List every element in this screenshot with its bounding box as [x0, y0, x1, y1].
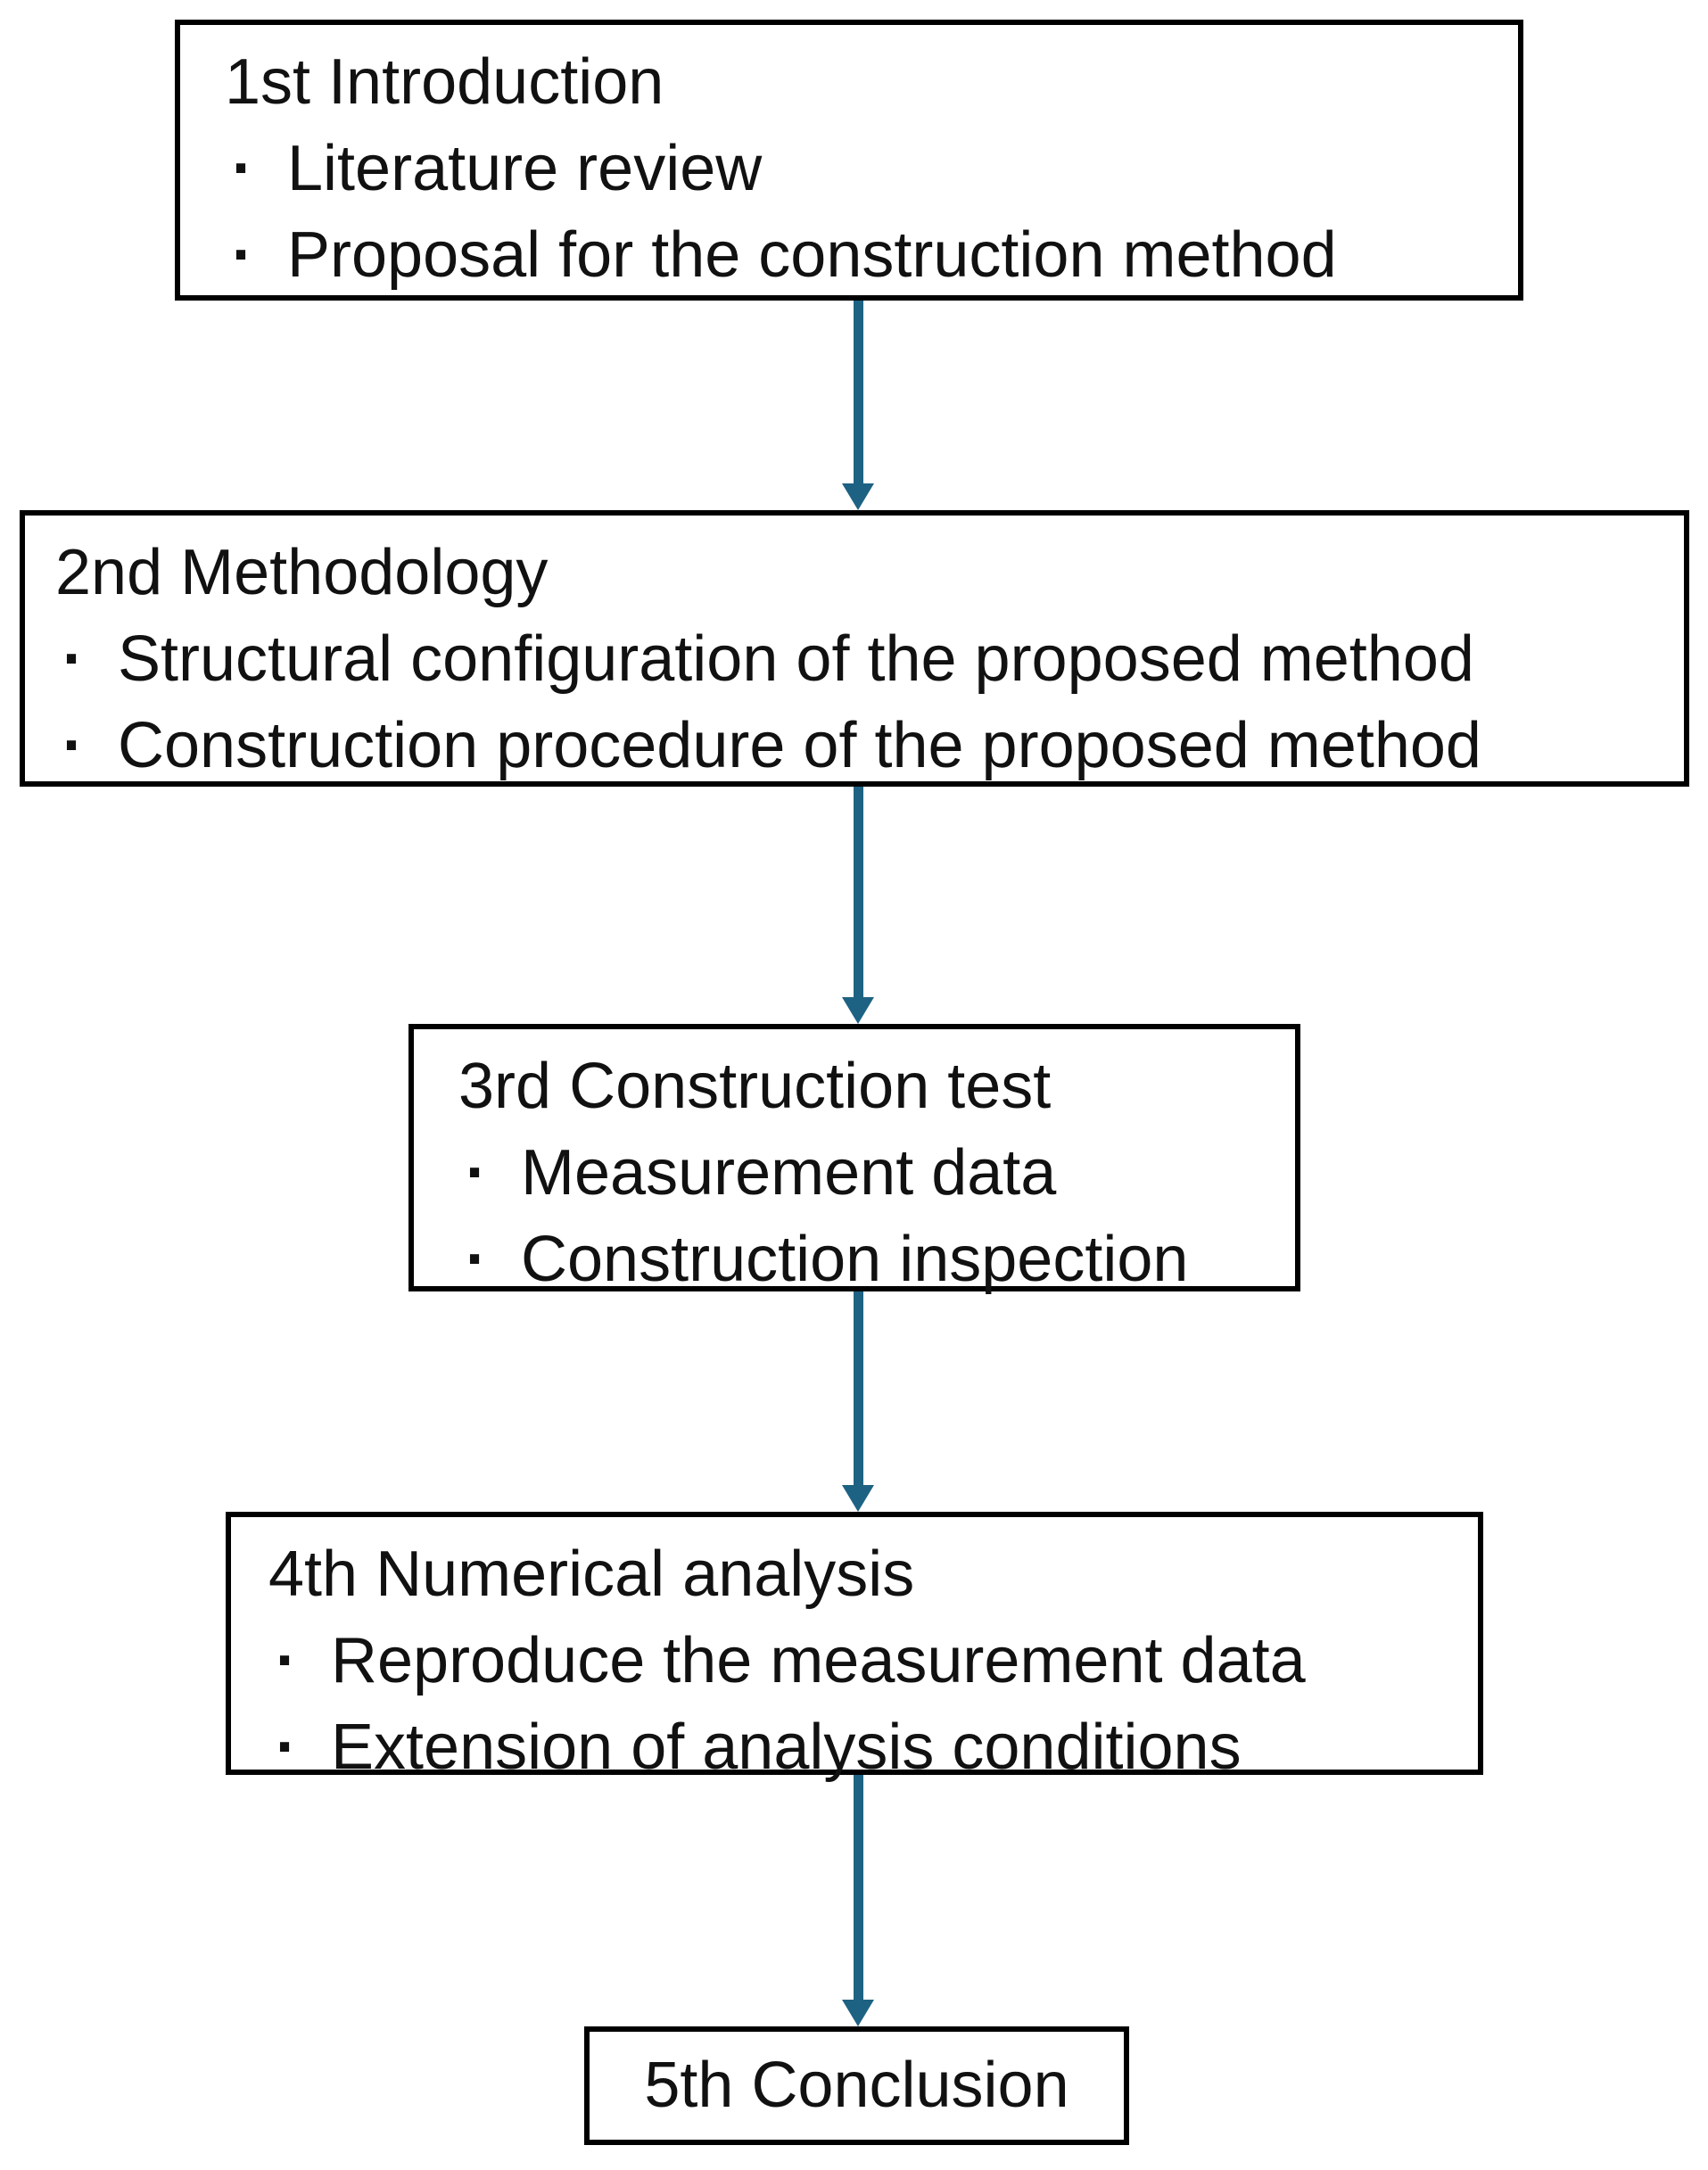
bullet-text: Structural configuration of the proposed… — [118, 623, 1474, 695]
flow-box-construction-test: 3rd Construction test · Measurement data… — [408, 1024, 1300, 1295]
box-title: 5th Conclusion — [644, 2050, 1069, 2121]
arrow-head-icon — [842, 483, 874, 510]
arrow-head-icon — [842, 997, 874, 1024]
flow-box-numerical-analysis: 4th Numerical analysis · Reproduce the m… — [226, 1512, 1483, 1783]
bullet-item: · Proposal for the construction method — [225, 212, 1500, 299]
flow-box-methodology: 2nd Methodology · Structural configurati… — [20, 510, 1689, 787]
bullet-text: Construction inspection — [521, 1224, 1189, 1295]
bullet-item: · Literature review — [225, 126, 1500, 212]
bullet-item: · Structural configuration of the propos… — [55, 616, 1666, 703]
bullet-text: Construction procedure of the proposed m… — [118, 710, 1481, 781]
bullet-dot: · — [466, 1137, 487, 1209]
arrow-stem — [853, 1291, 863, 1485]
bullet-text: Proposal for the construction method — [287, 219, 1337, 291]
bullet-item: · Measurement data — [458, 1130, 1277, 1217]
arrow-stem — [853, 1775, 863, 2000]
flow-arrow-methodology-to-test — [842, 787, 874, 1024]
box-title: 3rd Construction test — [458, 1051, 1052, 1122]
bullet-dot: · — [276, 1712, 297, 1783]
bullet-item: · Extension of analysis conditions — [268, 1704, 1460, 1791]
flow-box-conclusion: 5th Conclusion — [584, 2026, 1129, 2145]
flow-arrow-test-to-analysis — [842, 1291, 874, 1512]
bullet-text: Extension of analysis conditions — [331, 1712, 1242, 1783]
arrow-stem — [853, 301, 863, 483]
box-title: 1st Introduction — [225, 46, 664, 118]
bullet-dot: · — [466, 1224, 487, 1295]
bullet-dot: · — [276, 1625, 297, 1696]
bullet-text: Measurement data — [521, 1137, 1057, 1209]
flow-box-introduction: 1st Introduction · Literature review · P… — [175, 20, 1523, 301]
flow-arrow-intro-to-methodology — [842, 301, 874, 510]
box-title: 2nd Methodology — [55, 537, 549, 608]
bullet-item: · Construction procedure of the proposed… — [55, 703, 1666, 789]
flow-arrow-analysis-to-conclusion — [842, 1775, 874, 2026]
bullet-dot: · — [62, 710, 84, 781]
arrow-head-icon — [842, 1485, 874, 1512]
box-title: 4th Numerical analysis — [268, 1539, 915, 1610]
arrow-head-icon — [842, 2000, 874, 2026]
bullet-text: Literature review — [287, 133, 763, 204]
bullet-item: · Reproduce the measurement data — [268, 1618, 1460, 1704]
bullet-dot: · — [232, 133, 253, 204]
arrow-stem — [853, 787, 863, 997]
bullet-dot: · — [62, 623, 84, 695]
bullet-item: · Construction inspection — [458, 1217, 1277, 1303]
bullet-dot: · — [232, 219, 253, 291]
bullet-text: Reproduce the measurement data — [331, 1625, 1306, 1696]
